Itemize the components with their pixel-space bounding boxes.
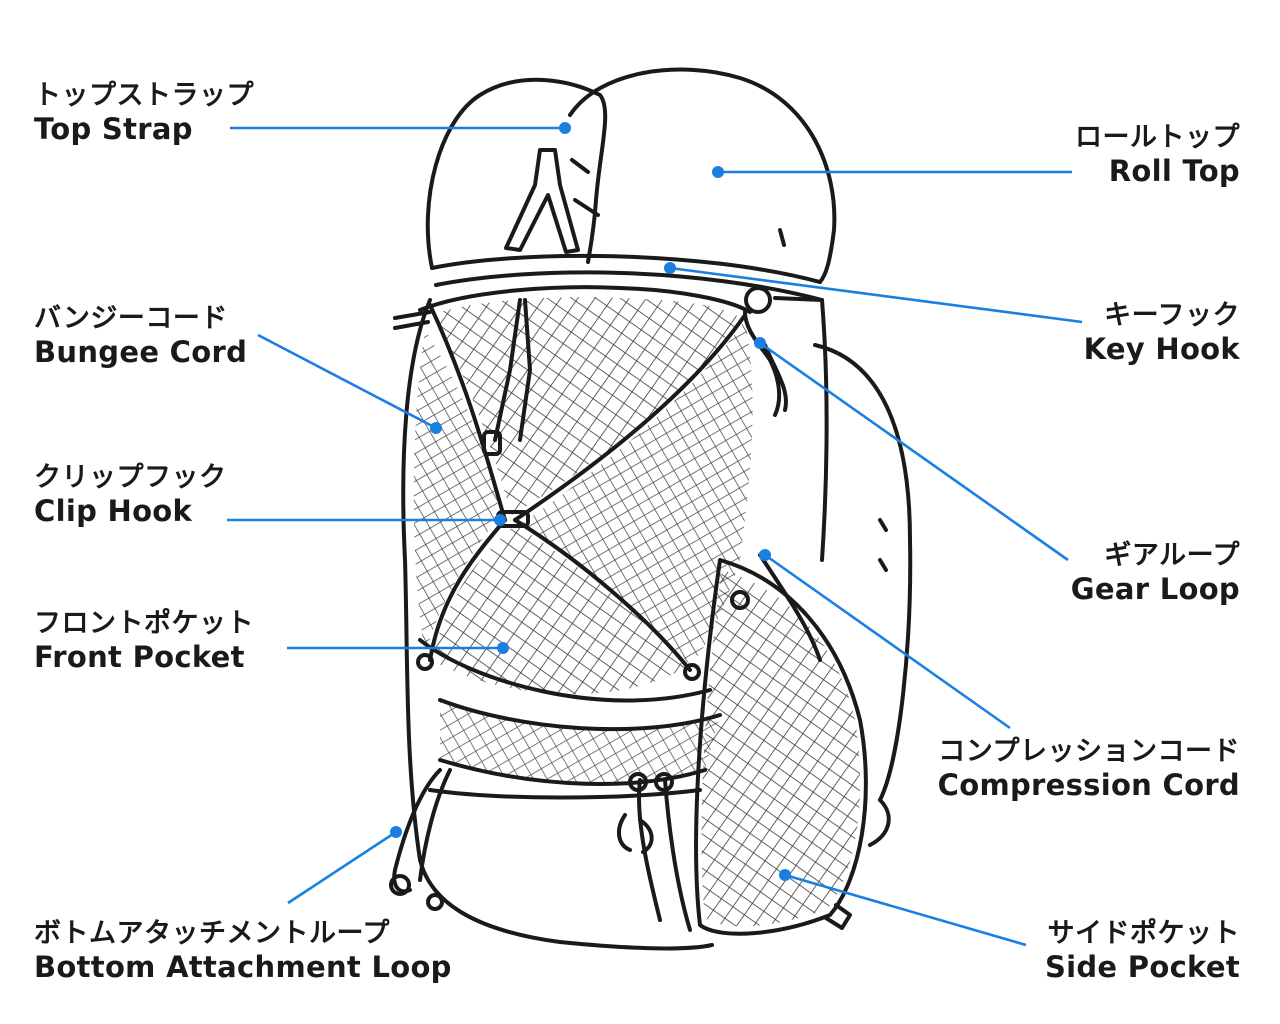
label-gear-loop-en: Gear Loop [1070,571,1240,606]
label-compression-cord-ja: コンプレッションコード [938,736,1240,767]
roll-top-left-lobe [425,77,608,270]
label-side-pocket-ja: サイドポケット [1047,918,1240,949]
label-key-hook-ja: キーフック [1104,300,1240,331]
label-compression-cord: コンプレッションコード Compression Cord [938,736,1240,802]
label-roll-top-ja: ロールトップ [1075,122,1240,153]
label-key-hook-en: Key Hook [1083,331,1240,366]
label-bottom-attachment-loop: ボトムアタッチメントループ Bottom Attachment Loop [34,918,452,984]
label-roll-top: ロールトップ Roll Top [1075,122,1240,188]
top-strap-shape [504,148,580,254]
label-top-strap-ja: トップストラップ [34,80,254,111]
label-gear-loop: ギアループ Gear Loop [1071,540,1240,606]
label-bottom-attachment-loop-en: Bottom Attachment Loop [34,949,452,984]
label-key-hook: キーフック Key Hook [1084,300,1240,366]
label-top-strap-en: Top Strap [34,111,193,146]
front-mesh-band [440,700,720,784]
front-mesh-upper [432,297,740,515]
label-clip-hook-ja: クリップフック [34,462,227,493]
label-bungee-cord: バンジーコード Bungee Cord [34,303,247,369]
label-side-pocket: サイドポケット Side Pocket [1045,918,1240,984]
label-front-pocket: フロントポケット Front Pocket [34,608,254,674]
label-front-pocket-en: Front Pocket [34,639,245,674]
label-bungee-cord-ja: バンジーコード [34,303,228,334]
label-roll-top-en: Roll Top [1108,153,1240,188]
label-side-pocket-en: Side Pocket [1044,949,1240,984]
roll-top-right-lobe [568,67,837,284]
label-top-strap: トップストラップ Top Strap [34,80,254,146]
front-mesh-lower [432,525,685,695]
label-bottom-attachment-loop-ja: ボトムアタッチメントループ [34,918,390,949]
label-bungee-cord-en: Bungee Cord [34,334,248,369]
front-cord-upper-right [513,313,747,522]
label-front-pocket-ja: フロントポケット [34,608,254,639]
label-gear-loop-ja: ギアループ [1104,540,1240,571]
front-cord-lower-left [428,518,507,662]
label-clip-hook: クリップフック Clip Hook [34,462,227,528]
front-mesh-right [520,320,753,665]
side-pocket-mesh [701,570,861,927]
label-compression-cord-en: Compression Cord [937,767,1240,802]
label-clip-hook-en: Clip Hook [34,493,193,528]
